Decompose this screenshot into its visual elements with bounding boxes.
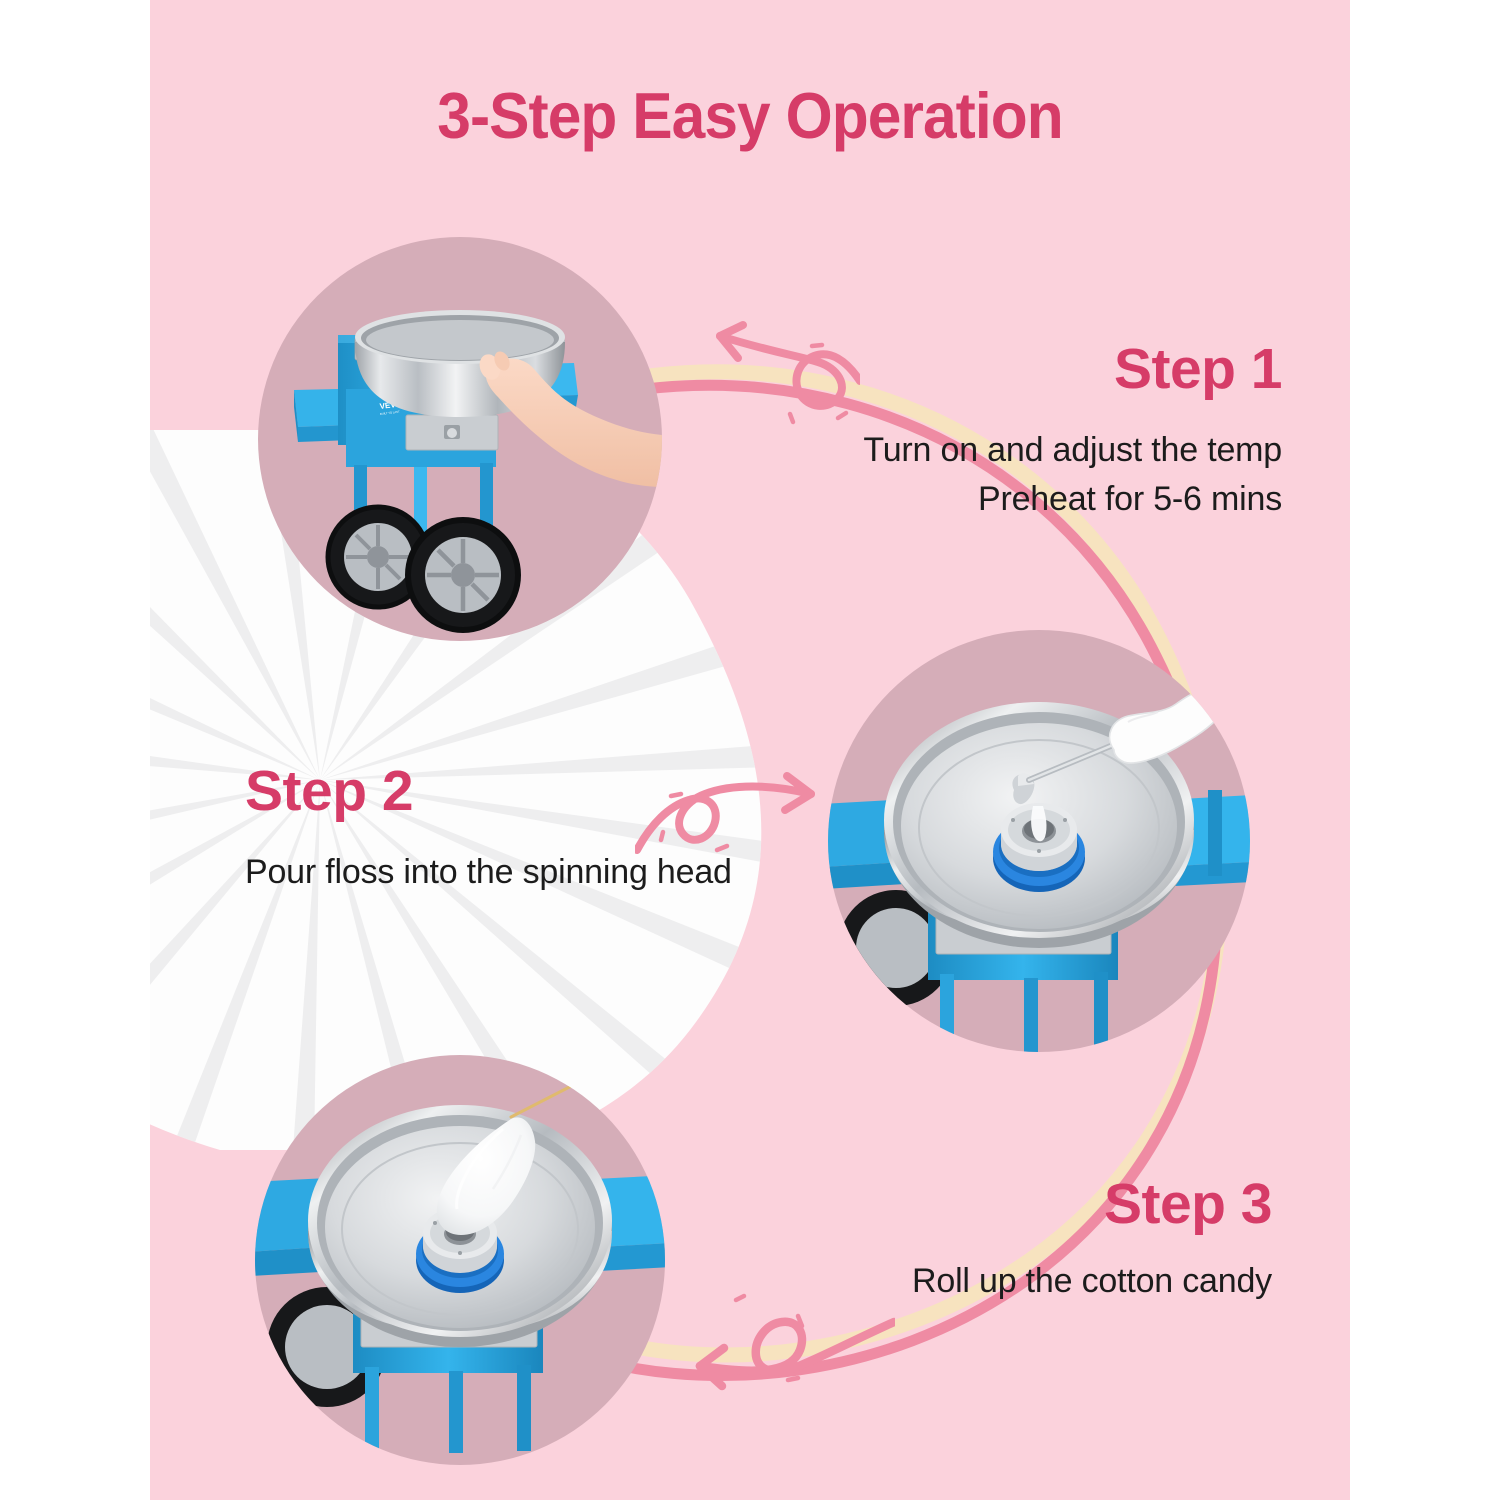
step-1-line-1: Turn on and adjust the temp: [863, 430, 1282, 469]
page-title: 3-Step Easy Operation: [437, 79, 1063, 152]
step-1-photo-image: Voltmeter Insulation Temperature ON/OFF …: [258, 237, 662, 641]
cotton-candy-cart-illustration: Voltmeter Insulation Temperature ON/OFF …: [294, 310, 662, 633]
roll-up-cotton-candy-illustration: Warning: Keep it out of reach of childre…: [255, 1077, 665, 1453]
step-3-text-block: Step 3 Roll up the cotton candy: [652, 1172, 1273, 1306]
pink-panel: 3-Step Easy Operation: [150, 0, 1350, 1500]
step-2-photo-image: Warning: Keep it out of reach of childre…: [828, 630, 1250, 1052]
step-2-photo: Warning: Keep it out of reach of childre…: [828, 630, 1250, 1052]
step-2-text-block: Step 2 Pour floss into the spinning head: [245, 759, 885, 897]
pour-floss-illustration: Warning: Keep it out of reach of childre…: [828, 679, 1250, 1052]
step-2-heading: Step 2: [245, 759, 414, 823]
step-3-line-1: Roll up the cotton candy: [912, 1261, 1272, 1300]
svg-text:BUILT TO LAST: BUILT TO LAST: [380, 410, 401, 416]
step-3-photo-image: Warning: Keep it out of reach of childre…: [255, 1055, 665, 1465]
step-3-heading: Step 3: [1103, 1172, 1273, 1236]
step-1-heading: Step 1: [1113, 337, 1283, 401]
step-1-line-2: Preheat for 5-6 mins: [977, 480, 1282, 519]
step-1-photo: Voltmeter Insulation Temperature ON/OFF …: [258, 237, 662, 641]
step-3-photo: Warning: Keep it out of reach of childre…: [255, 1055, 665, 1465]
step-2-line-1: Pour floss into the spinning head: [245, 852, 732, 891]
step-1-text-block: Step 1 Turn on and adjust the temp Prehe…: [662, 337, 1283, 524]
